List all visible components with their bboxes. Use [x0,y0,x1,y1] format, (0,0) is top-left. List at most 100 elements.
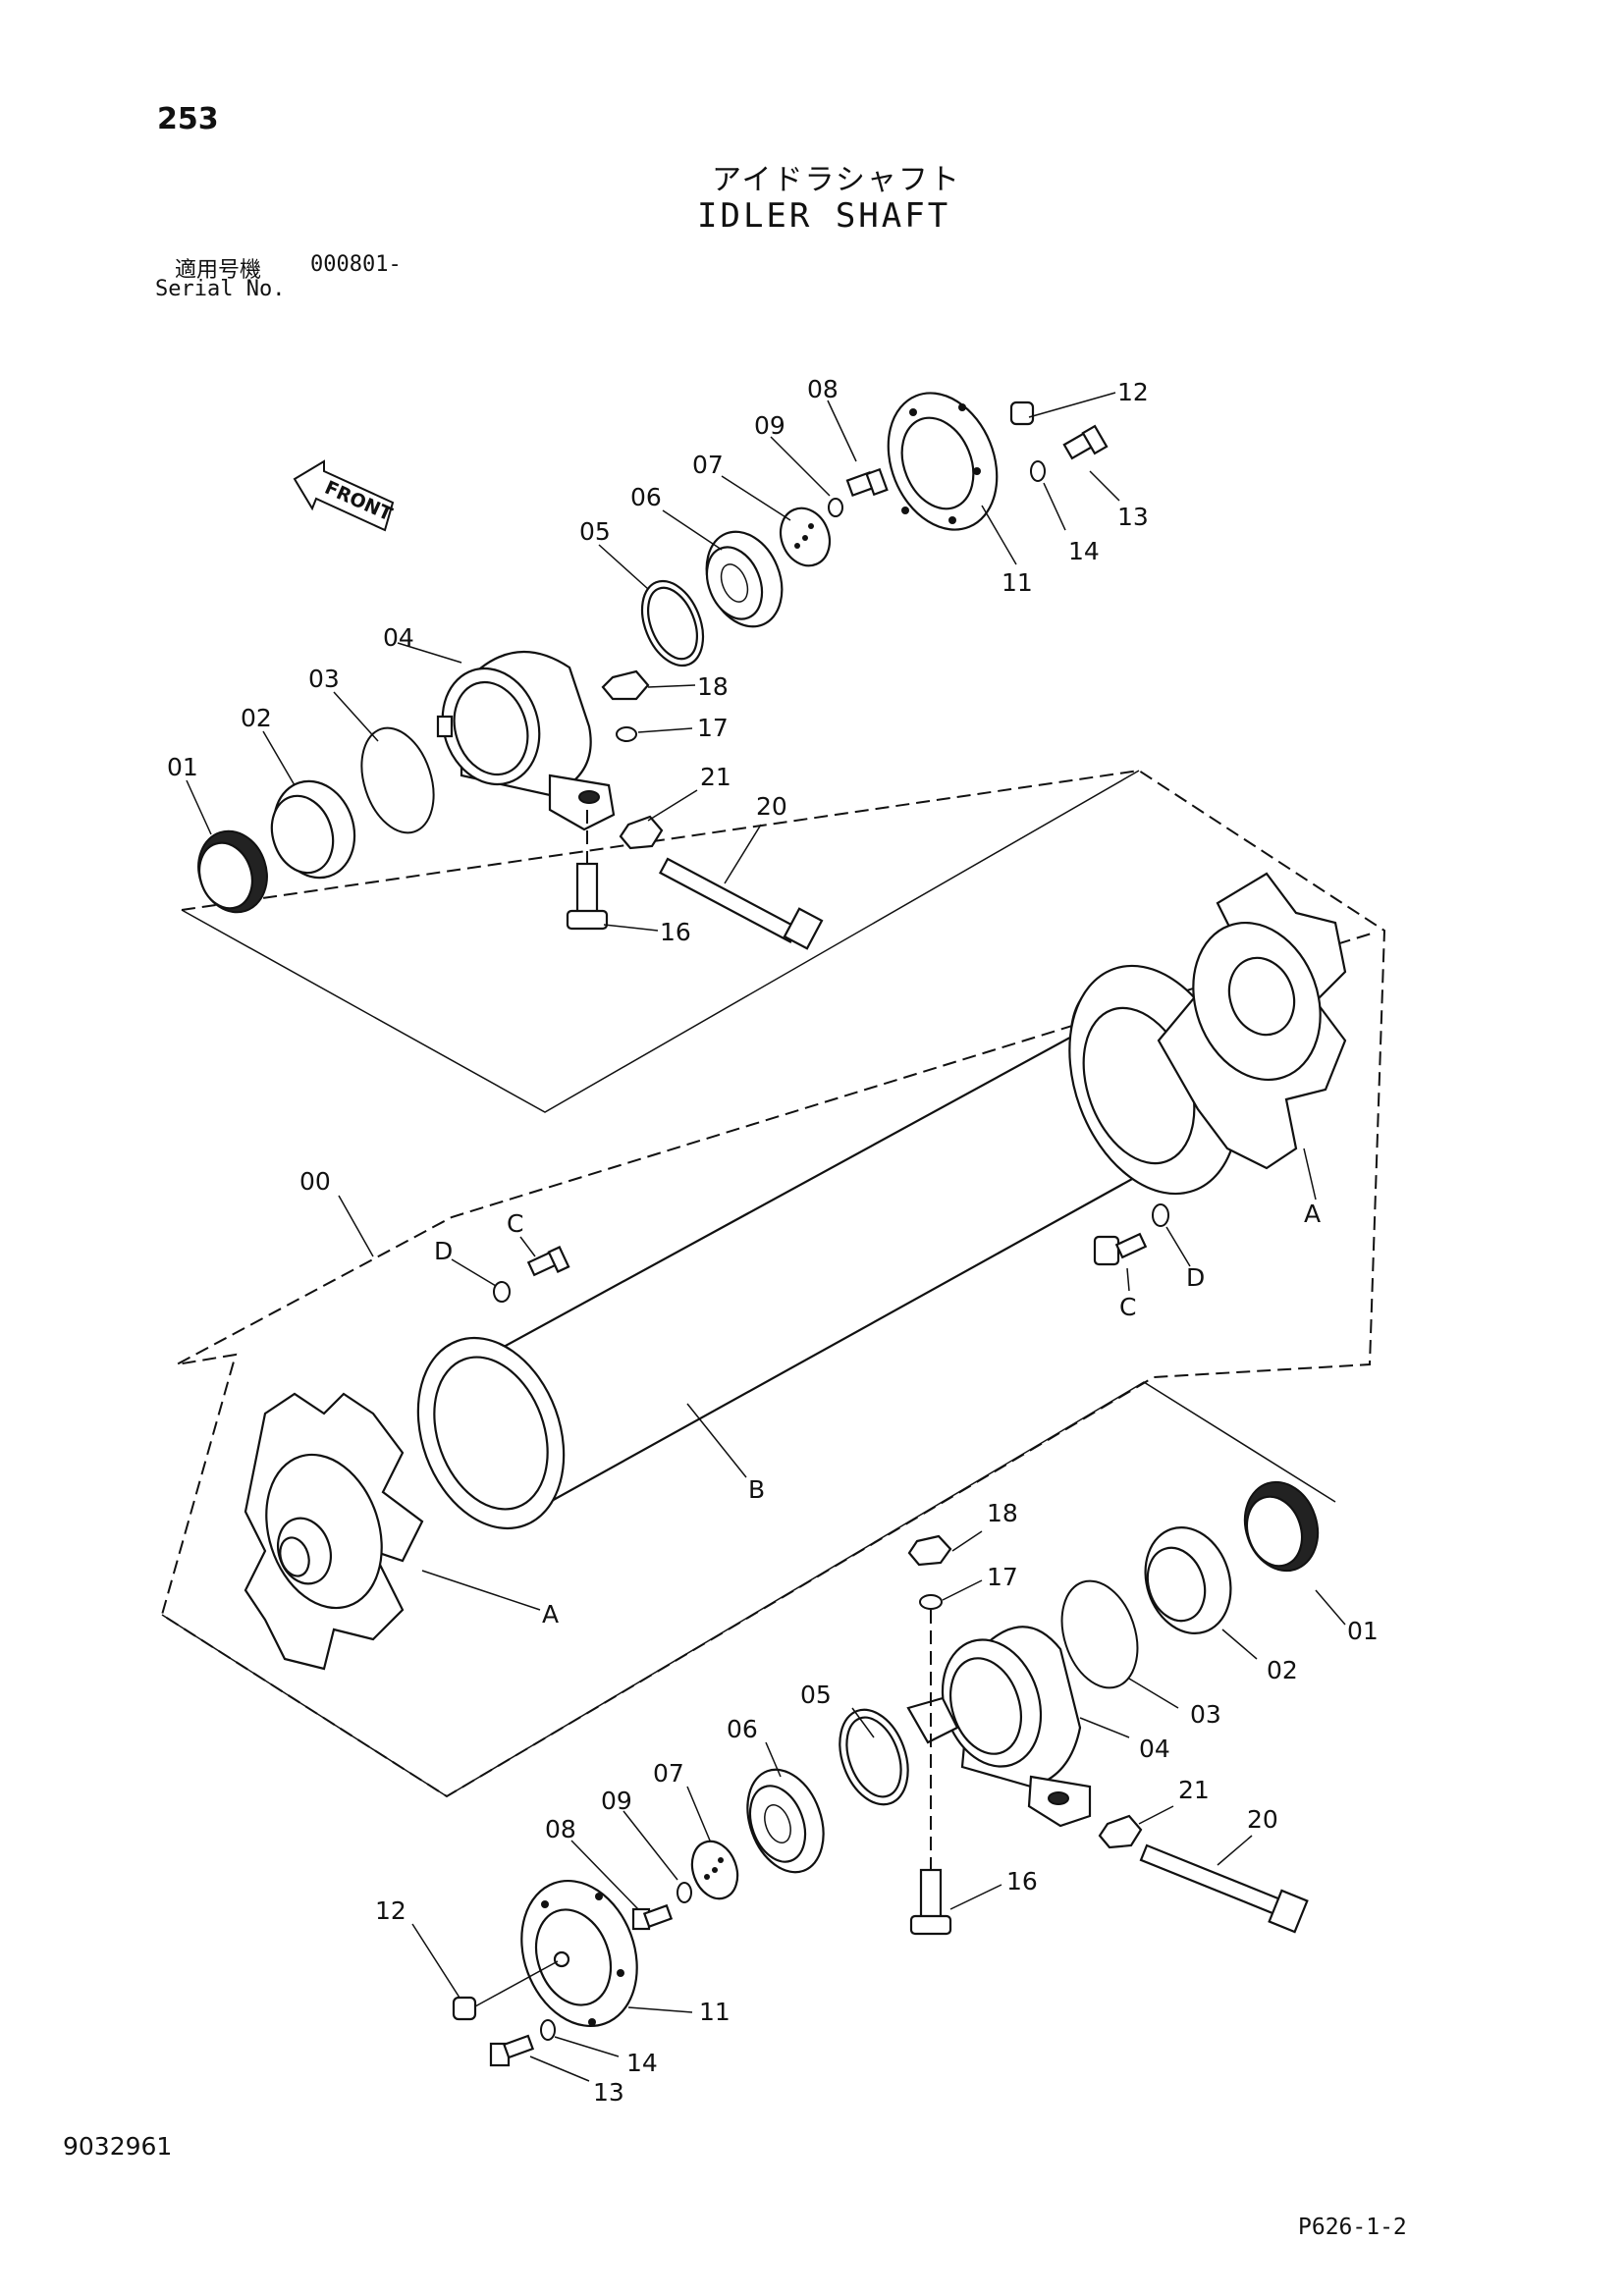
part-12-plug-top [1009,400,1035,426]
callout-bottom-16: 16 [1006,1867,1038,1896]
part-02-ring-top [270,779,356,880]
part-16-bolt-top [566,862,609,931]
part-04-housing-bottom [906,1626,1092,1828]
document-number: 9032961 [63,2132,173,2161]
serial-value: 000801- [310,252,402,277]
part-d-washer-left [493,1281,511,1303]
page-title: IDLER SHAFT [697,196,951,236]
part-05-spacer-bottom [839,1708,909,1806]
callout-top-16: 16 [660,918,691,946]
part-06-bearing-top [705,530,784,628]
callout-top-17: 17 [697,714,729,742]
top-group-outline [181,770,1140,1113]
callout-d-left: D [434,1237,453,1265]
callout-top-11: 11 [1001,568,1033,597]
part-07-plate-top [779,507,832,567]
part-08-bolt-top [845,467,889,498]
callout-bottom-11: 11 [699,1998,731,2026]
part-21-nut-top [619,815,664,850]
part-13-bolt-bottom [489,2034,535,2067]
callout-a-left: A [542,1600,559,1629]
callout-bottom-03: 03 [1190,1700,1221,1729]
callout-bottom-18: 18 [987,1499,1018,1527]
callout-top-06: 06 [630,483,662,511]
part-14-washer-top [1030,460,1046,482]
callout-top-09: 09 [754,411,785,440]
callout-bottom-07: 07 [653,1759,684,1788]
part-a-sprocket-right [1157,872,1347,1170]
part-18-nut-top [601,669,650,701]
part-17-washer-top [616,726,637,742]
callout-b: B [748,1475,765,1504]
callout-bottom-04: 04 [1139,1735,1170,1763]
callout-bottom-05: 05 [800,1681,832,1709]
callout-top-05: 05 [579,517,611,546]
part-04-housing-top [436,650,616,831]
part-01-seal-bottom [1243,1480,1320,1573]
part-21-nut-bottom [1098,1814,1143,1849]
callout-top-14: 14 [1068,537,1100,565]
callout-c-left: C [507,1209,523,1238]
callout-bottom-06: 06 [727,1715,758,1743]
callout-bottom-14: 14 [626,2049,658,2077]
page-number: 253 [157,102,219,136]
callout-labels: 01 02 03 04 05 06 07 09 08 12 13 14 11 1… [167,375,1379,2107]
part-14-washer-bottom [540,2019,556,2041]
callout-a-right: A [1304,1200,1321,1228]
front-arrow-icon: FRONT [293,459,396,532]
part-03-oring-top [360,726,435,834]
callout-bottom-13: 13 [593,2078,624,2107]
page-title-jp: アイドラシャフト [712,163,961,197]
callout-top-02: 02 [241,704,272,732]
part-20-bolt-top [659,857,824,950]
callout-top-08: 08 [807,375,839,403]
part-09-washer-top [828,498,843,517]
part-01-seal-top [197,829,268,914]
callout-top-04: 04 [383,623,414,652]
callout-bottom-12: 12 [375,1896,406,1925]
part-03-oring-bottom [1060,1579,1139,1689]
callout-bottom-01: 01 [1347,1617,1379,1645]
callout-top-13: 13 [1117,503,1149,531]
part-05-spacer-top [640,579,705,667]
serial-label-jp: 適用号機 [175,258,262,283]
part-18-nut-bottom [907,1534,952,1567]
callout-bottom-17: 17 [987,1563,1018,1591]
part-09-washer-bottom [677,1882,692,1903]
part-17-washer-bottom [919,1594,943,1610]
callout-bottom-20: 20 [1247,1805,1278,1834]
callout-bottom-02: 02 [1267,1656,1298,1684]
part-c-bolt-left [526,1246,570,1277]
callout-top-07: 07 [692,451,724,479]
part-13-bolt-top [1062,424,1109,460]
callout-top-21: 21 [700,763,731,791]
callout-bottom-08: 08 [545,1815,576,1843]
part-02-ring-bottom [1144,1526,1232,1634]
part-07-plate-bottom [690,1840,739,1900]
callout-top-20: 20 [756,792,787,821]
serial-label: Serial No. [155,277,286,301]
part-08-bolt-bottom [631,1903,674,1931]
callout-d-right: D [1186,1263,1205,1292]
callout-bottom-09: 09 [601,1787,632,1815]
part-16-bolt-bottom [909,1868,952,1936]
callout-00: 00 [299,1167,331,1196]
part-11-cover-bottom [520,1879,638,2028]
part-11-cover-top [887,392,999,531]
part-12-plug-bottom [452,1996,477,2021]
page-reference: P626-1-2 [1298,2215,1407,2240]
part-d-washer-right [1152,1203,1169,1227]
callout-top-03: 03 [308,665,340,693]
part-20-bolt-bottom [1139,1843,1309,1934]
callout-c-right: C [1119,1293,1136,1321]
part-06-bearing-bottom [746,1768,825,1874]
part-a-sprocket-left [244,1392,424,1671]
callout-top-12: 12 [1117,378,1149,406]
callout-top-18: 18 [697,672,729,701]
callout-top-01: 01 [167,753,198,781]
bottom-group-outline [161,1381,1336,1797]
callout-bottom-21: 21 [1178,1776,1210,1804]
part-flange-left [416,1336,566,1530]
leader-lines [186,392,1346,2082]
